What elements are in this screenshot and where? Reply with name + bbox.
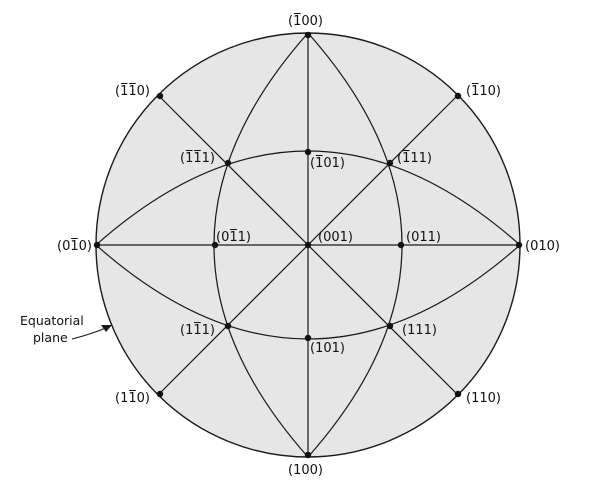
pole-label: (100) <box>288 14 323 29</box>
pole-m100 <box>304 31 312 39</box>
pole-m111 <box>386 159 394 167</box>
pole-110 <box>454 390 462 398</box>
pole-100 <box>304 451 312 459</box>
pole-label: (111) <box>180 151 215 166</box>
pole-0m10 <box>93 241 101 249</box>
annotation-arrow-icon <box>71 326 109 340</box>
pole-m1m11 <box>224 159 232 167</box>
annotation-arrowhead-icon <box>101 325 112 332</box>
pole-1m10 <box>156 390 164 398</box>
pole-101 <box>304 334 312 342</box>
pole-label: (011) <box>406 230 441 245</box>
pole-label: (111) <box>402 323 437 338</box>
pole-011 <box>397 241 405 249</box>
pole-label: (111) <box>180 323 215 338</box>
pole-label: (010) <box>57 239 92 254</box>
pole-label: (110) <box>115 391 150 406</box>
pole-1m11 <box>224 322 232 330</box>
pole-m101 <box>304 148 312 156</box>
pole-0m11 <box>211 241 219 249</box>
pole-label: (011) <box>216 230 251 245</box>
pole-points <box>93 31 523 459</box>
pole-label: (001) <box>318 230 353 245</box>
pole-label: (100) <box>288 463 323 478</box>
annotation-line1: Equatorial <box>20 313 84 328</box>
pole-010 <box>515 241 523 249</box>
equatorial-plane-annotation: Equatorial plane <box>20 313 112 345</box>
pole-m1m10 <box>156 92 164 100</box>
pole-labels: (100) (110) (110) (111) (101) (111) (010… <box>57 14 560 478</box>
pole-label: (110) <box>115 84 150 99</box>
annotation-line2: plane <box>33 330 68 345</box>
pole-label: (110) <box>466 391 501 406</box>
pole-label: (110) <box>466 84 501 99</box>
overbar-marks <box>71 13 479 391</box>
pole-label: (101) <box>310 341 345 356</box>
pole-m110 <box>454 92 462 100</box>
pole-label: (111) <box>397 151 432 166</box>
pole-111 <box>386 322 394 330</box>
pole-001 <box>304 241 312 249</box>
pole-label: (101) <box>310 156 345 171</box>
pole-label: (010) <box>525 239 560 254</box>
